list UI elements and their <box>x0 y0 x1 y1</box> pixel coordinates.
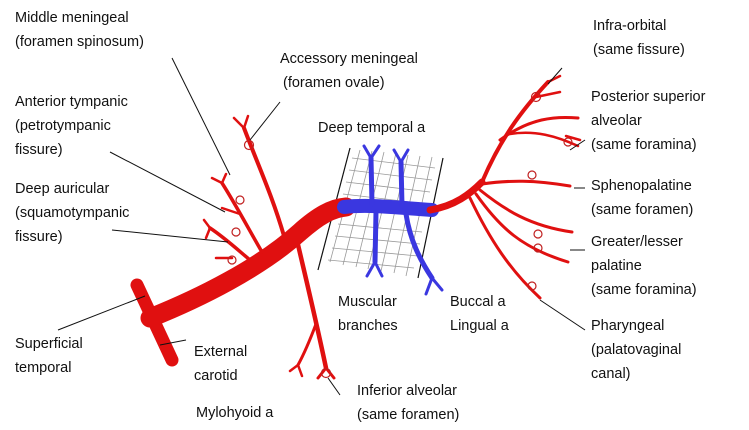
label-muscular-branches: Muscular branches <box>338 294 401 334</box>
deep-temporal-right <box>401 162 402 206</box>
mylohyoid-branch <box>298 324 316 365</box>
label-lingual: Lingual a <box>450 318 510 334</box>
label-deep-temporal: Deep temporal a <box>318 120 426 136</box>
label-posterior-superior-alveolar: Posterior superior alveolar (same forami… <box>591 89 709 153</box>
label-greater-lesser-palatine: Greater/lesser palatine (same foramina) <box>591 234 697 298</box>
label-middle-meningeal: Middle meningeal (foramen spinosum) <box>15 10 144 50</box>
tympanic-auricular-branches <box>204 174 262 264</box>
inferior-alveolar-branch <box>290 236 334 378</box>
label-deep-auricular: Deep auricular (squamotympanic fissure) <box>15 181 133 245</box>
label-mylohyoid: Mylohyoid a <box>196 405 274 421</box>
label-infra-orbital: Infra-orbital (same fissure) <box>593 18 685 58</box>
petrotympanic-fissure-marker <box>236 196 244 204</box>
sphenopalatine-artery <box>482 181 570 186</box>
muscular-branch-left <box>375 212 376 262</box>
squamotympanic-fissure-marker <box>232 228 240 236</box>
label-superficial-temporal: Superficial temporal <box>15 336 87 376</box>
label-inferior-alveolar: Inferior alveolar (same foramen) <box>357 383 461 423</box>
label-buccal: Buccal a <box>450 294 507 310</box>
third-part-branches <box>430 76 580 298</box>
label-pharyngeal: Pharyngeal (palatovaginal canal) <box>591 318 685 382</box>
sphenopalatine-foramen-marker <box>528 171 536 179</box>
label-external-carotid: External carotid <box>194 344 251 384</box>
label-accessory-meningeal: Accessory meningeal (foramen ovale) <box>280 51 422 91</box>
second-part-trunk <box>344 206 432 210</box>
buccal-branch <box>406 214 432 278</box>
palatine-foramina-marker <box>534 230 542 238</box>
greater-palatine-artery <box>480 190 572 232</box>
label-anterior-tympanic: Anterior tympanic (petrotympanic fissure… <box>15 94 132 158</box>
deep-temporal-left <box>371 158 372 204</box>
maxillary-trunk <box>150 207 346 318</box>
label-sphenopalatine: Sphenopalatine (same foramen) <box>591 178 696 218</box>
